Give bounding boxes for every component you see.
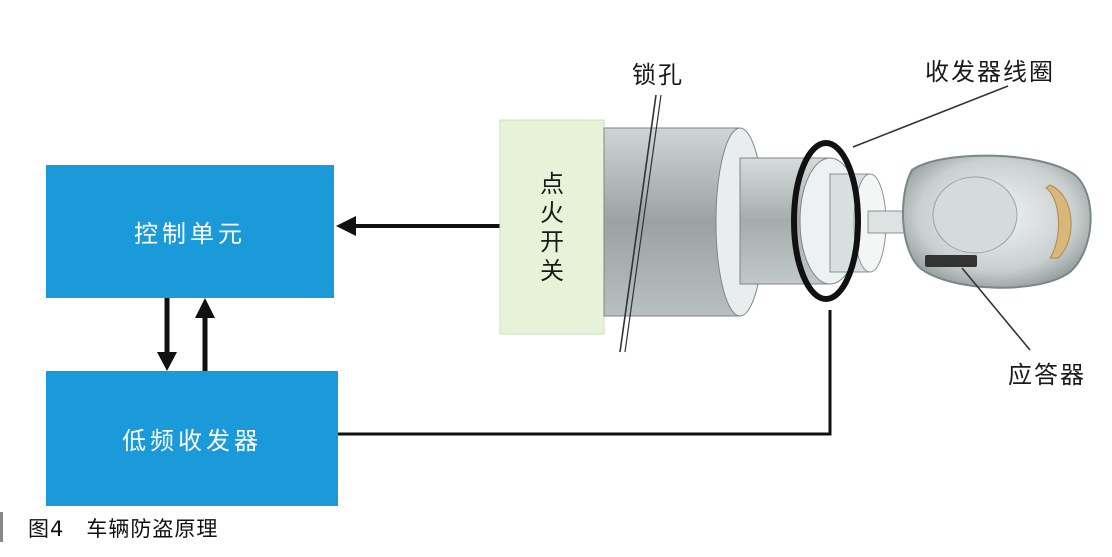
- figure-title: 车辆防盗原理: [86, 517, 219, 541]
- lock-hole-pointer: [619, 94, 657, 353]
- coil-pointer: [852, 85, 1009, 148]
- lf-transceiver-block: 低频收发器: [46, 371, 338, 506]
- control-unit-label: 控制单元: [134, 220, 246, 248]
- transponder-chip: [925, 255, 977, 267]
- arrow-control-to-transceiver: [157, 298, 177, 371]
- control-unit-block: 控制单元: [46, 165, 334, 298]
- transceiver-coil-ring: [791, 140, 861, 302]
- figure-number: 图4: [28, 517, 65, 541]
- arrow-switch-to-control: [336, 216, 500, 236]
- lock-hole-label: 锁孔: [632, 61, 684, 89]
- figure-caption: 图4 车辆防盗原理: [28, 513, 218, 543]
- transceiver-coil-label: 收发器线圈: [925, 58, 1055, 86]
- transponder-label: 应答器: [1008, 361, 1086, 389]
- lf-transceiver-label: 低频收发器: [122, 427, 262, 455]
- ignition-switch-label: 点火开关: [540, 170, 564, 285]
- transponder-pointer: [961, 267, 1031, 351]
- ignition-switch-block: [499, 119, 605, 335]
- key-head: [902, 154, 1092, 289]
- arrow-transceiver-to-control: [195, 298, 215, 371]
- coil-wire: [338, 310, 832, 436]
